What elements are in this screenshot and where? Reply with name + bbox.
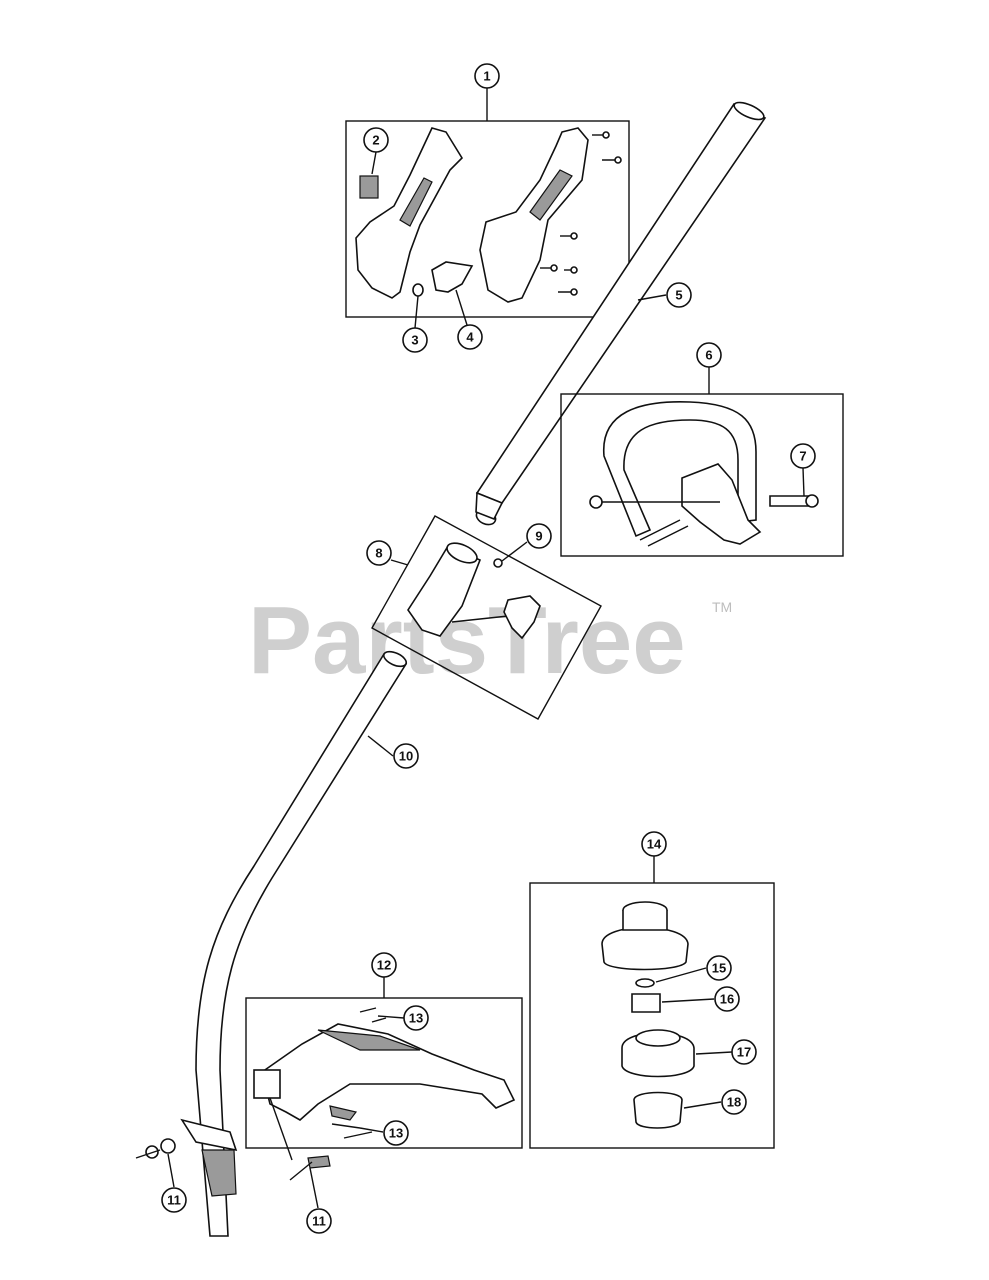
callout-17: 17: [731, 1039, 757, 1065]
housing-screws: [540, 131, 622, 296]
callout-label: 18: [727, 1095, 741, 1110]
watermark-text: PartsTree: [248, 587, 686, 694]
callout-13-upper: 13: [403, 1005, 429, 1031]
callout-15: 15: [706, 955, 732, 981]
callout-label: 7: [799, 449, 806, 464]
guard-shield: [261, 1023, 516, 1121]
callout-label: 12: [377, 958, 391, 973]
callout-11-left: 11: [161, 1187, 187, 1213]
callout-3: 3: [402, 327, 428, 353]
watermark-trademark: TM: [712, 599, 732, 615]
callout-18: 18: [721, 1089, 747, 1115]
upper-shaft-part: [475, 101, 767, 526]
callout-label: 6: [705, 348, 712, 363]
coupler-washer: [493, 558, 503, 568]
guard-blade: [329, 1105, 358, 1121]
callout-8: 8: [366, 540, 392, 566]
handle-bolt: [769, 495, 809, 507]
callout-label: 14: [647, 837, 662, 852]
switch-part: [359, 175, 379, 199]
handle-right-shading: [529, 169, 573, 221]
callout-label: 11: [312, 1214, 326, 1229]
callout-label: 5: [675, 288, 682, 303]
callout-label: 15: [712, 961, 726, 976]
guard-assembly: [245, 997, 523, 1149]
callout-label: 1: [483, 69, 490, 84]
spool-knob: [633, 1091, 683, 1129]
callout-9: 9: [526, 523, 552, 549]
callout-label: 2: [372, 133, 379, 148]
leader-lines: [167, 88, 805, 1209]
spring-part: [412, 283, 424, 297]
spool-spring: [631, 993, 661, 1013]
callout-label: 13: [389, 1126, 403, 1141]
callout-label: 11: [167, 1193, 181, 1208]
callout-4: 4: [457, 324, 483, 350]
shaft-bracket: [201, 1149, 237, 1197]
handle-left-shading: [399, 177, 433, 227]
trigger-part: [431, 261, 474, 293]
spool-head-assembly: [529, 882, 775, 1149]
callout-16: 16: [714, 986, 740, 1012]
callout-label: 9: [535, 529, 542, 544]
callout-12: 12: [371, 952, 397, 978]
callout-label: 16: [720, 992, 734, 1007]
fastener-left: [135, 1138, 176, 1159]
spool-washer: [635, 978, 655, 988]
lower-shaft-part: [180, 650, 408, 1237]
coupler-box: [371, 515, 602, 720]
coupler-sleeve: [407, 544, 482, 637]
callout-11-right: 11: [306, 1208, 332, 1234]
assist-handle-box: [560, 393, 844, 557]
callout-14: 14: [641, 831, 667, 857]
callout-6: 6: [696, 342, 722, 368]
spool-head-box: [529, 882, 775, 1149]
handle-housing-assembly: [345, 120, 630, 318]
callout-label: 8: [375, 546, 382, 561]
callout-label: 17: [737, 1045, 751, 1060]
callout-1: 1: [474, 63, 500, 89]
callout-label: 13: [409, 1011, 423, 1026]
assist-handle-clamp: [681, 463, 762, 545]
guard-mount: [253, 1069, 281, 1099]
callout-10: 10: [393, 743, 419, 769]
callout-label: 10: [399, 749, 413, 764]
handle-nut: [589, 495, 603, 509]
callout-5: 5: [666, 282, 692, 308]
callout-label: 4: [466, 330, 474, 345]
callout-13-lower: 13: [383, 1120, 409, 1146]
assist-handle-assembly: [560, 393, 844, 557]
coupler-assembly: [371, 515, 602, 720]
coupler-knob: [503, 595, 541, 640]
fastener-right: [269, 1097, 331, 1181]
spool-cover: [601, 926, 689, 971]
callout-label: 3: [411, 333, 418, 348]
callout-7: 7: [790, 443, 816, 469]
callout-2: 2: [363, 127, 389, 153]
